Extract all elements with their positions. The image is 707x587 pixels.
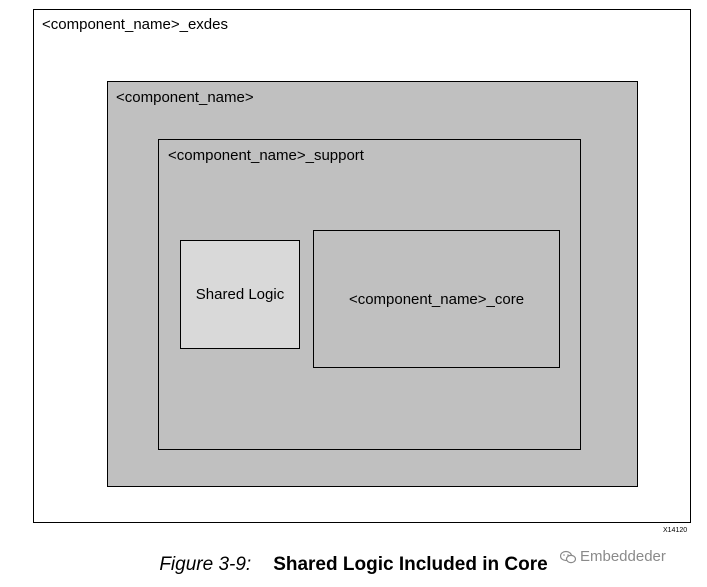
shared-logic-label: Shared Logic [195, 286, 285, 303]
watermark: Embeddeder [560, 548, 666, 565]
figure-number: Figure 3-9: [159, 554, 252, 575]
figure-caption: Figure 3-9: Shared Logic Included in Core [0, 554, 707, 576]
figure-title: Shared Logic Included in Core [273, 554, 548, 575]
figure-id: X14120 [663, 527, 688, 534]
wechat-icon [560, 550, 576, 563]
shared-logic-box: Shared Logic [180, 240, 300, 349]
support-label: <component_name>_support [168, 147, 364, 164]
component-label: <component_name> [116, 89, 254, 106]
exdes-label: <component_name>_exdes [42, 16, 228, 33]
watermark-text: Embeddeder [580, 548, 666, 565]
core-box: <component_name>_core [313, 230, 560, 368]
core-label: <component_name>_core [348, 290, 525, 308]
